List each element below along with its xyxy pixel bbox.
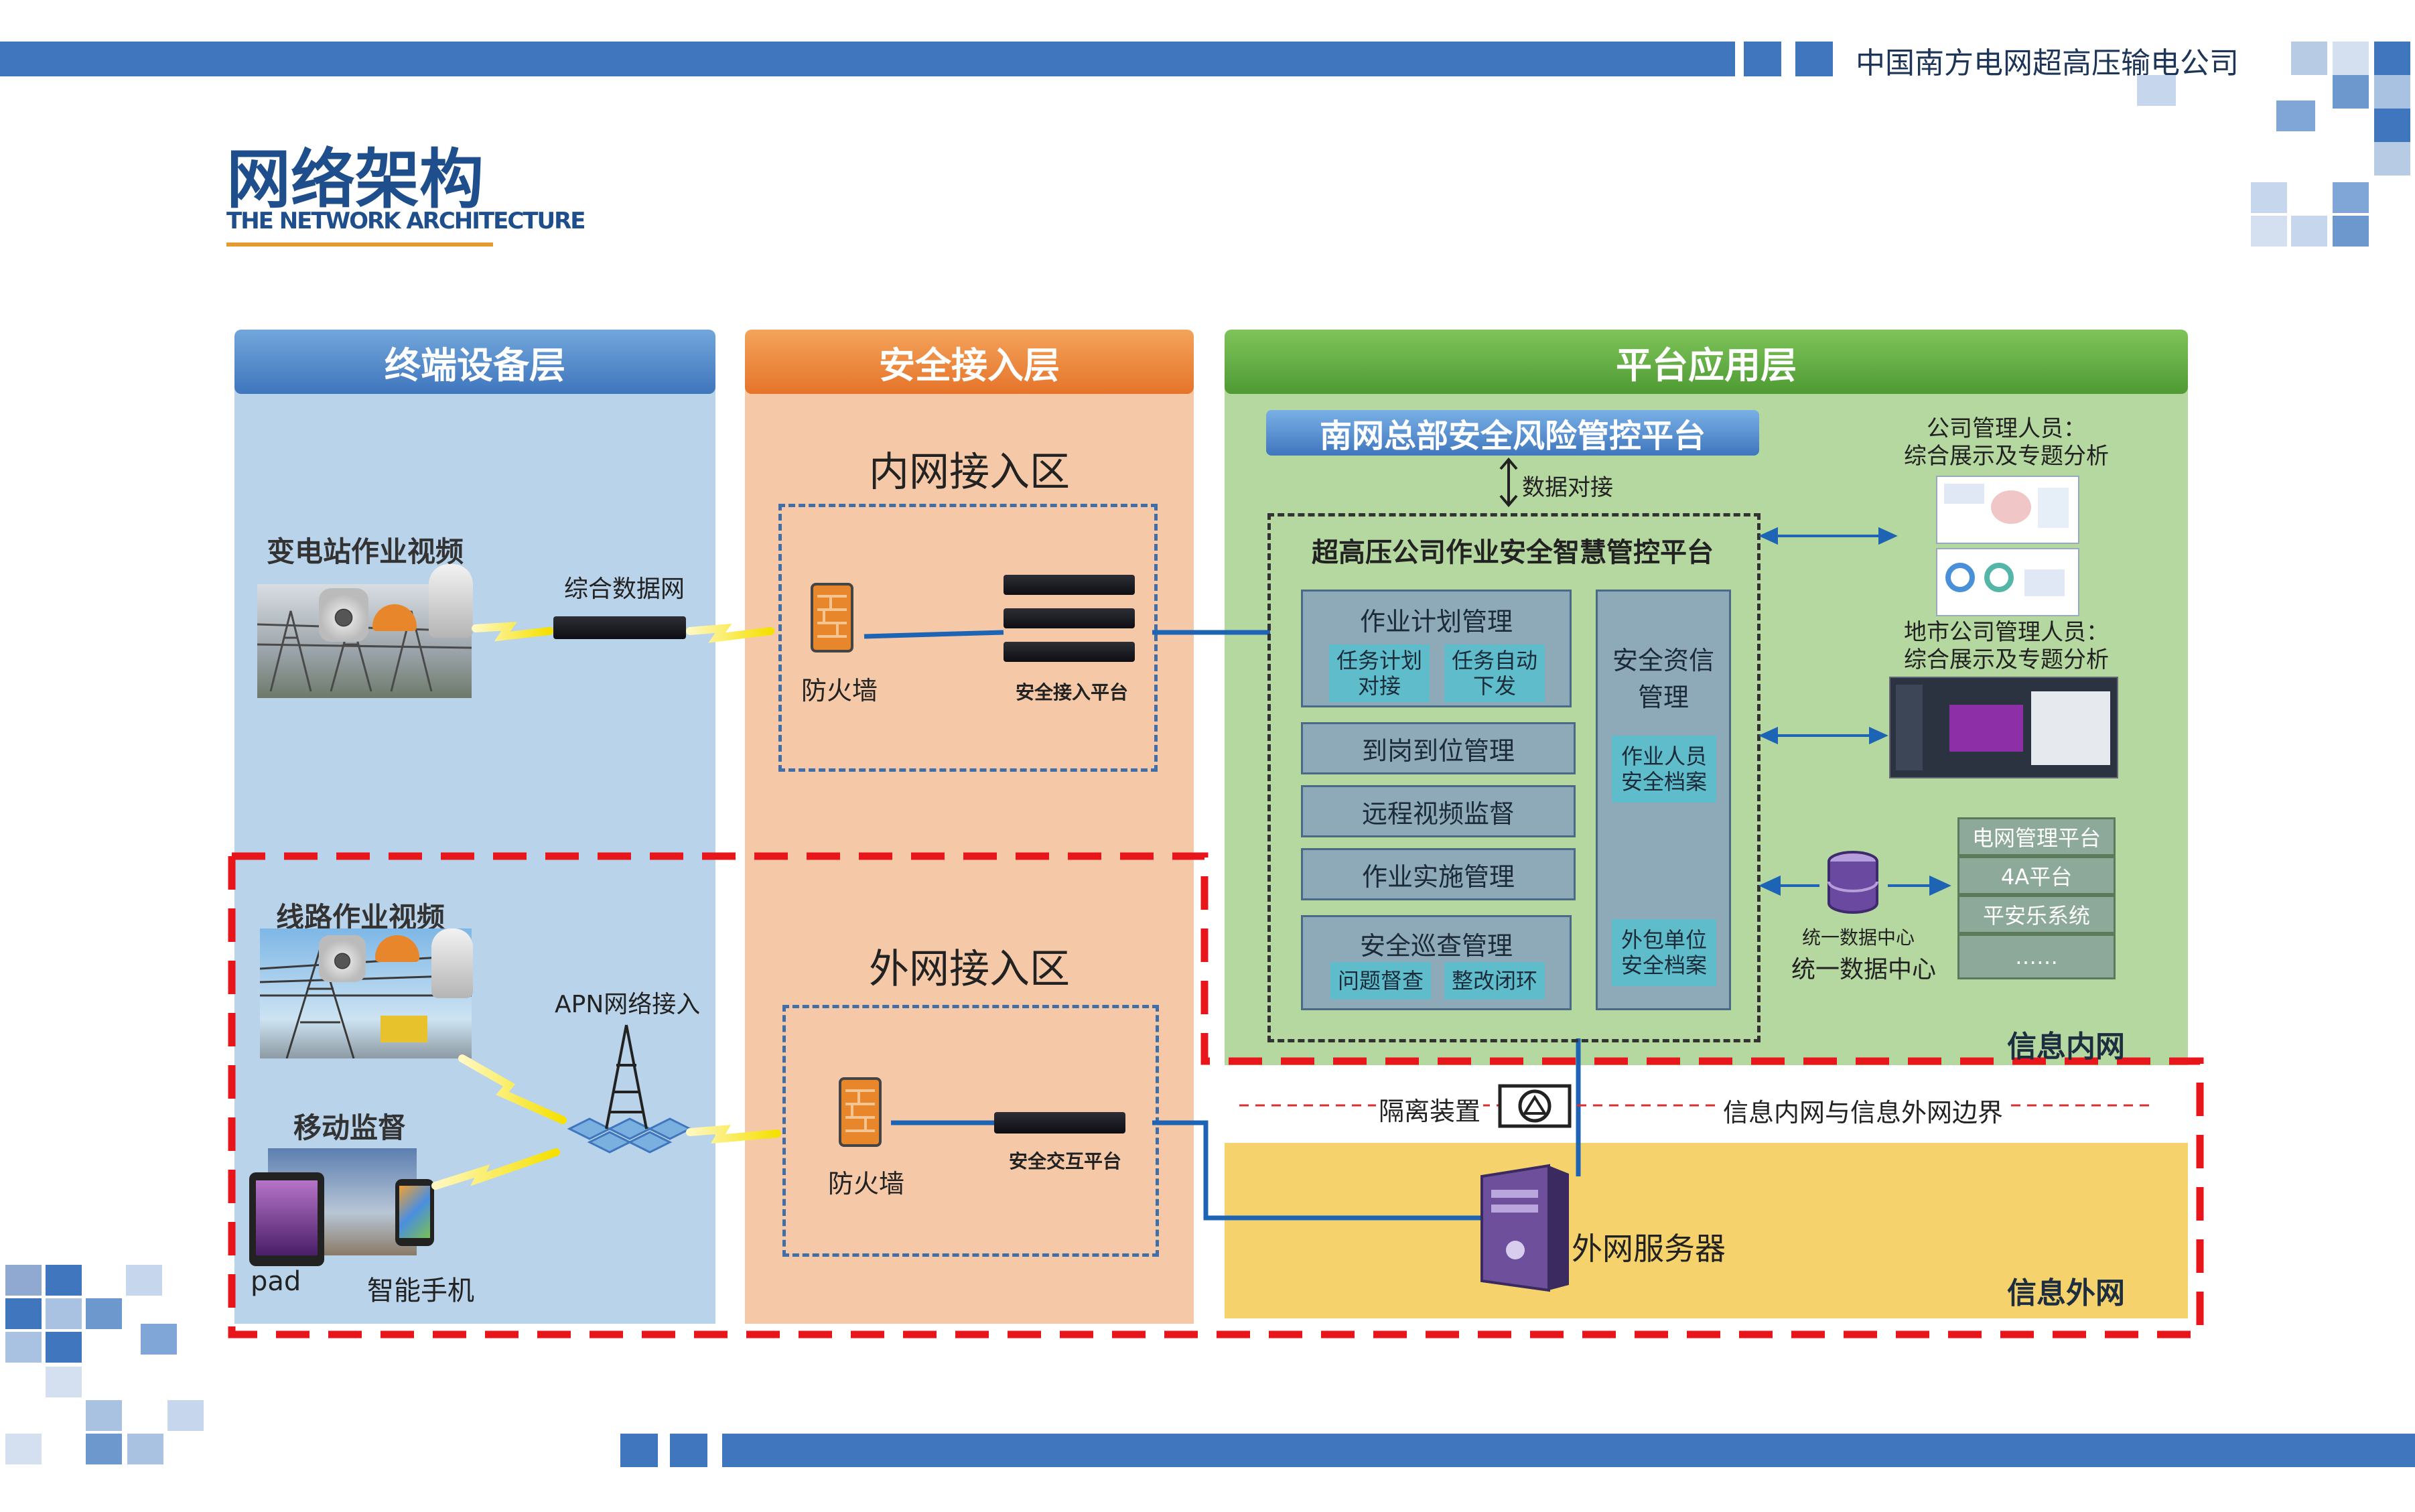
worker-files: 作业人员 安全档案 xyxy=(1612,736,1716,803)
outer-access-zone-title: 外网接入区 xyxy=(869,946,1070,993)
company-users-label: 公司管理人员： 综合展示及专题分析 xyxy=(1904,415,2109,470)
city-users-label: 地市公司管理人员： 综合展示及专题分析 xyxy=(1904,619,2109,673)
access-platform-rack-3 xyxy=(1004,642,1135,662)
data-network-switch-icon xyxy=(553,616,686,639)
main-platform-box xyxy=(1267,513,1761,1042)
outer-net-label: 信息外网 xyxy=(2007,1276,2125,1310)
apn-tower-icon xyxy=(567,1024,693,1154)
inner-firewall-label: 防火墙 xyxy=(801,676,878,705)
header-square-2 xyxy=(1795,42,1833,76)
city-dashboard-thumb xyxy=(1889,677,2118,778)
exchange-platform-rack xyxy=(994,1112,1125,1133)
pad-label: pad xyxy=(251,1266,301,1297)
system-item: 电网管理平台 xyxy=(1957,817,2116,856)
header-square-1 xyxy=(1744,42,1781,76)
data-network-label: 综合数据网 xyxy=(564,575,685,603)
inner-access-zone xyxy=(778,504,1158,772)
qualification-label: 安全资信 管理 xyxy=(1612,646,1714,712)
pad-icon xyxy=(249,1172,324,1266)
database-icon xyxy=(1827,851,1878,914)
dashboard-thumb-1 xyxy=(1936,476,2079,544)
access-layer-bg xyxy=(745,375,1194,1324)
remote-video-label: 远程视频监督 xyxy=(1361,799,1515,829)
page-title: 网络架构 xyxy=(226,142,484,217)
data-link-arrow xyxy=(1499,457,1518,508)
arrival-mgmt-module: 到岗到位管理 xyxy=(1301,722,1576,774)
outer-server-icon xyxy=(1480,1164,1569,1292)
footer-bar xyxy=(722,1434,2415,1467)
camera-icon xyxy=(319,588,368,642)
inner-firewall-icon xyxy=(811,583,853,652)
remote-video-module: 远程视频监督 xyxy=(1301,785,1576,837)
main-platform-title: 超高压公司作业安全智慧管控平台 xyxy=(1312,537,1714,568)
system-item: …… xyxy=(1957,934,2116,979)
outer-firewall-icon xyxy=(839,1077,882,1147)
inner-net-label: 信息内网 xyxy=(2007,1030,2125,1064)
inner-access-zone-title: 内网接入区 xyxy=(869,449,1070,496)
boundary-label: 信息内网与信息外网边界 xyxy=(1719,1092,2008,1129)
line-ptz-camera-icon xyxy=(431,929,473,998)
isolation-device-label: 隔离装置 xyxy=(1376,1091,1484,1127)
isolation-device-icon xyxy=(1498,1084,1572,1128)
data-center-small-label: 统一数据中心 xyxy=(1802,926,1915,949)
access-platform-label: 安全接入平台 xyxy=(1016,681,1129,703)
outsource-files: 外包单位 安全档案 xyxy=(1612,919,1716,986)
substation-video-label: 变电站作业视频 xyxy=(267,535,464,568)
smartphone-icon xyxy=(395,1179,434,1246)
line-camera-icon xyxy=(319,935,366,982)
dashboard-thumb-2 xyxy=(1936,548,2079,616)
system-item: 4A平台 xyxy=(1957,856,2116,895)
platform-layer-header: 平台应用层 xyxy=(1225,330,2188,394)
company-name: 中国南方电网超高压输电公司 xyxy=(1856,46,2239,80)
exchange-platform-label: 安全交互平台 xyxy=(1009,1150,1122,1172)
inspection-mgmt-label: 安全巡查管理 xyxy=(1359,931,1513,961)
arrival-mgmt-label: 到岗到位管理 xyxy=(1361,736,1515,766)
plan-sub-auto-dispatch: 任务自动 下发 xyxy=(1444,644,1545,702)
access-layer-header: 安全接入层 xyxy=(745,330,1194,394)
inspection-sub-supervision: 问题督查 xyxy=(1330,962,1431,1000)
terminal-layer-header: 终端设备层 xyxy=(234,330,715,394)
outer-access-zone xyxy=(782,1005,1159,1257)
footer-square-1 xyxy=(620,1434,658,1467)
title-underline xyxy=(226,243,493,247)
outer-net-bg xyxy=(1225,1143,2188,1318)
access-platform-rack-1 xyxy=(1004,575,1135,595)
page-subtitle: THE NETWORK ARCHITECTURE xyxy=(226,208,585,234)
hq-platform-header: 南网总部安全风险管控平台 xyxy=(1266,410,1759,456)
outer-server-label: 外网服务器 xyxy=(1572,1231,1726,1267)
ptz-camera-icon xyxy=(429,564,473,638)
footer-square-2 xyxy=(670,1434,707,1467)
outer-firewall-label: 防火墙 xyxy=(828,1169,905,1198)
plan-sub-task-link: 任务计划 对接 xyxy=(1329,644,1430,702)
system-item: 平安乐系统 xyxy=(1957,895,2116,934)
plan-mgmt-label: 作业计划管理 xyxy=(1359,607,1513,636)
mobile-supervision-label: 移动监督 xyxy=(293,1111,407,1144)
inspection-sub-rectify: 整改闭环 xyxy=(1444,962,1545,1000)
implement-mgmt-label: 作业实施管理 xyxy=(1361,862,1515,892)
data-link-label: 数据对接 xyxy=(1522,474,1613,501)
line-video-label: 线路作业视频 xyxy=(276,901,445,934)
smartphone-label: 智能手机 xyxy=(367,1276,474,1306)
implement-mgmt-module: 作业实施管理 xyxy=(1301,848,1576,900)
data-center-label: 统一数据中心 xyxy=(1791,956,1937,983)
access-platform-rack-2 xyxy=(1004,608,1135,628)
header-bar xyxy=(0,42,1735,76)
apn-label: APN网络接入 xyxy=(555,991,701,1018)
